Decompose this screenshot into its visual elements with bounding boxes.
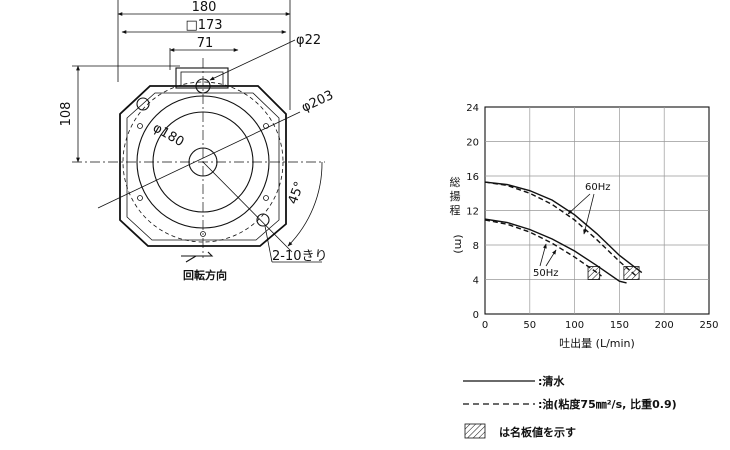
annotation-60hz: 60Hz	[585, 182, 611, 193]
leader-60hz-b	[583, 193, 595, 235]
x-tick-label: 0	[482, 320, 488, 331]
annotation-50hz: 50Hz	[533, 268, 559, 279]
rotation-label: 回転方向	[183, 268, 227, 282]
legend: :清水 :油(粘度75㎜²/s, 比重0.9) は名板値を示す	[463, 374, 677, 439]
top-boss	[175, 67, 229, 89]
legend-hatch-swatch	[464, 423, 486, 439]
leader-bolts	[264, 225, 273, 263]
x-tick-label: 250	[699, 320, 718, 331]
leader-50hz-a	[539, 243, 547, 267]
dim-height: 108	[59, 102, 74, 127]
bolt-hole	[200, 231, 206, 237]
rated-regions	[587, 266, 640, 280]
y-tick-label: 0	[473, 310, 479, 321]
series-line-60hz-oil	[484, 181, 638, 278]
x-tick-label: 100	[565, 320, 584, 331]
series-line-60hz-water	[484, 181, 643, 274]
grid	[485, 107, 709, 314]
y-tick-label: 8	[473, 241, 479, 252]
legend-dashed-label: :油(粘度75㎜²/s, 比重0.9)	[538, 397, 677, 411]
leader-60hz-a	[567, 193, 591, 215]
flange-outline	[119, 85, 287, 247]
bolt-hole	[263, 195, 269, 201]
mounting-hole-right	[256, 213, 270, 227]
rated-region-1	[587, 266, 601, 280]
leader-50hz-b	[545, 249, 557, 267]
flange-inner-outline	[126, 92, 280, 241]
ylabel-char-2: 揚	[450, 190, 461, 203]
tick-labels: 0 50 100 150 200 250 0 4 8 12 16 20 24	[466, 103, 718, 331]
ylabel-unit: (m)	[452, 234, 465, 253]
series	[484, 181, 643, 284]
angle-ray	[202, 161, 293, 253]
ylabel-char-3: 程	[450, 204, 461, 217]
y-tick-label: 16	[466, 172, 479, 183]
angle-arc	[287, 161, 323, 247]
pump-front-view: 180 □173 71 φ22 108 φ203 φ180 45° 2-10きり…	[59, 0, 336, 282]
rotation-arrow-icon	[181, 251, 214, 263]
bolt-hole	[137, 123, 143, 129]
rated-region-2	[623, 266, 640, 280]
legend-solid-label: :清水	[538, 374, 565, 388]
x-tick-label: 50	[523, 320, 536, 331]
mounting-hole-left	[136, 97, 150, 111]
series-line-50hz-water	[484, 218, 627, 284]
mounting-hole-top	[195, 78, 211, 94]
y-tick-label: 4	[473, 276, 479, 287]
dim-hole: φ22	[296, 33, 321, 48]
top-boss-inner	[180, 71, 224, 87]
legend-hatch-label: は名板値を示す	[499, 425, 576, 439]
dim-flange: □173	[185, 18, 222, 33]
leader-phi203	[97, 111, 301, 209]
leader-phi22	[209, 39, 296, 81]
dim-bolts: 2-10きり	[272, 249, 328, 264]
x-tick-label: 150	[610, 320, 629, 331]
dim-offset: 71	[197, 36, 214, 51]
xlabel: 吐出量 (L/min)	[559, 336, 635, 350]
y-tick-label: 24	[466, 103, 479, 114]
performance-chart: 0 50 100 150 200 250 0 4 8 12 16 20 24 総 揚 程 (m) 吐出量…	[450, 103, 719, 350]
bolt-hole	[137, 195, 143, 201]
dim-angle: 45°	[286, 180, 308, 207]
x-tick-label: 200	[655, 320, 674, 331]
y-tick-label: 12	[466, 207, 479, 218]
dim-width: 180	[192, 0, 217, 15]
y-tick-label: 20	[466, 138, 479, 149]
dim-pcd-outer: φ203	[299, 88, 336, 116]
ylabel-char-1: 総	[450, 175, 461, 189]
